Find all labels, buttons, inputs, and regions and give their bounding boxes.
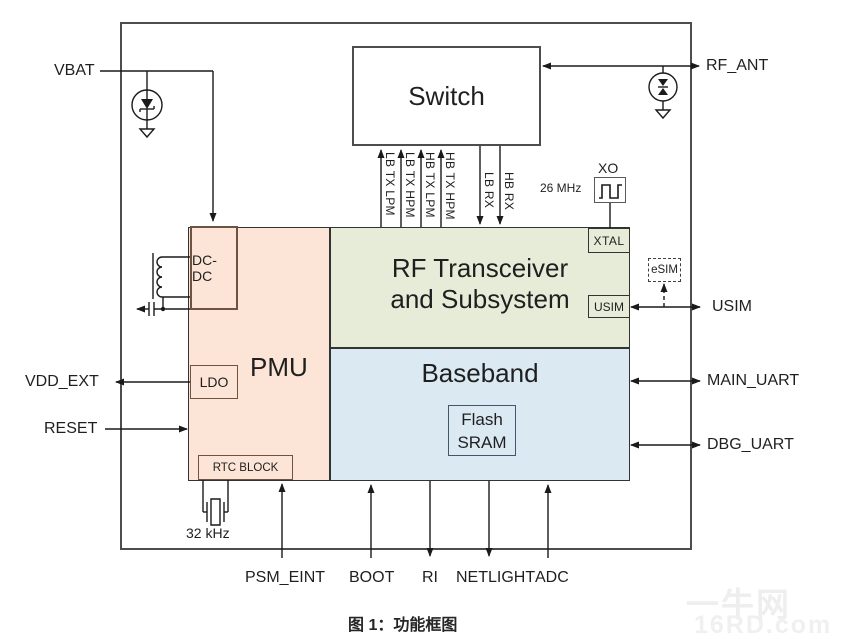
path-label-hb-tx-hpm: HB TX HPM	[443, 152, 457, 220]
usim-block: USIM	[588, 295, 630, 318]
usim-block-label: USIM	[594, 299, 624, 314]
crystal-32khz-icon	[203, 480, 228, 525]
path-label-lb-tx-hpm: LB TX HPM	[403, 152, 417, 218]
rf-transceiver-label-line1: RF Transceiver	[391, 253, 569, 283]
rtc-freq-label: 32 kHz	[186, 525, 230, 541]
pin-label-psm-eint: PSM_EINT	[245, 569, 326, 586]
watermark-url: 16RD.com	[694, 611, 833, 639]
baseband-block-label: Baseband	[421, 358, 539, 388]
pmu-block-label: PMU	[250, 352, 308, 382]
sram-label: SRAM	[457, 433, 507, 452]
ldo-block-label: LDO	[199, 374, 229, 390]
rf-transceiver-block: RF Transceiver and Subsystem	[330, 227, 630, 348]
pin-label-rf-ant: RF_ANT	[706, 57, 769, 74]
rf-ant-tvs-diode	[649, 66, 677, 110]
path-label-lb-tx-lpm: LB TX LPM	[383, 152, 397, 216]
rtc-block: RTC BLOCK	[198, 455, 293, 480]
pin-label-netlight: NETLIGHT	[456, 569, 536, 586]
xtal-block: XTAL	[588, 228, 630, 253]
path-label-lb-rx: LB RX	[482, 172, 496, 209]
esim-block: eSIM	[648, 258, 681, 282]
figure-caption: 图 1：功能框图	[348, 617, 458, 634]
xo-block	[594, 177, 626, 203]
esim-block-label: eSIM	[651, 264, 678, 276]
path-label-hb-rx: HB RX	[502, 172, 516, 211]
pin-label-vbat: VBAT	[54, 62, 95, 79]
rf-transceiver-label-line2: and Subsystem	[390, 284, 570, 314]
xo-label: XO	[598, 160, 619, 176]
xtal-block-label: XTAL	[593, 233, 625, 248]
path-label-hb-tx-lpm: HB TX LPM	[423, 152, 437, 218]
pin-label-dbg-uart: DBG_UART	[707, 436, 794, 453]
dcdc-block-label: DC-DC	[192, 252, 217, 284]
pin-label-adc: ADC	[535, 569, 569, 586]
switch-block-label: Switch	[408, 80, 485, 111]
watermark-logo: 一牛网	[686, 586, 791, 623]
switch-block: Switch	[352, 46, 541, 146]
pin-label-boot: BOOT	[349, 569, 395, 586]
pin-label-vdd-ext: VDD_EXT	[25, 373, 99, 390]
square-wave-icon	[596, 179, 625, 202]
pin-label-reset: RESET	[44, 420, 98, 437]
vbat-ground-icon	[138, 128, 156, 139]
flash-sram-block: Flash SRAM	[448, 405, 516, 456]
tx-rx-wires	[377, 146, 504, 227]
flash-label: Flash	[461, 410, 503, 429]
xo-freq-label: 26 MHz	[540, 181, 582, 195]
rf-ant-ground-icon	[654, 109, 672, 120]
inductor-icon	[153, 253, 190, 299]
vbat-tvs-diode	[132, 71, 162, 129]
ldo-block: LDO	[190, 365, 238, 399]
capacitor-icon	[136, 297, 190, 316]
rtc-block-label: RTC BLOCK	[212, 461, 279, 474]
pin-label-ri: RI	[422, 569, 438, 586]
baseband-block: Baseband	[330, 348, 630, 481]
pin-label-main-uart: MAIN_UART	[707, 372, 800, 389]
vbat-wire	[100, 71, 217, 222]
dcdc-block: DC-DC	[190, 226, 238, 310]
pin-label-usim: USIM	[712, 298, 752, 315]
